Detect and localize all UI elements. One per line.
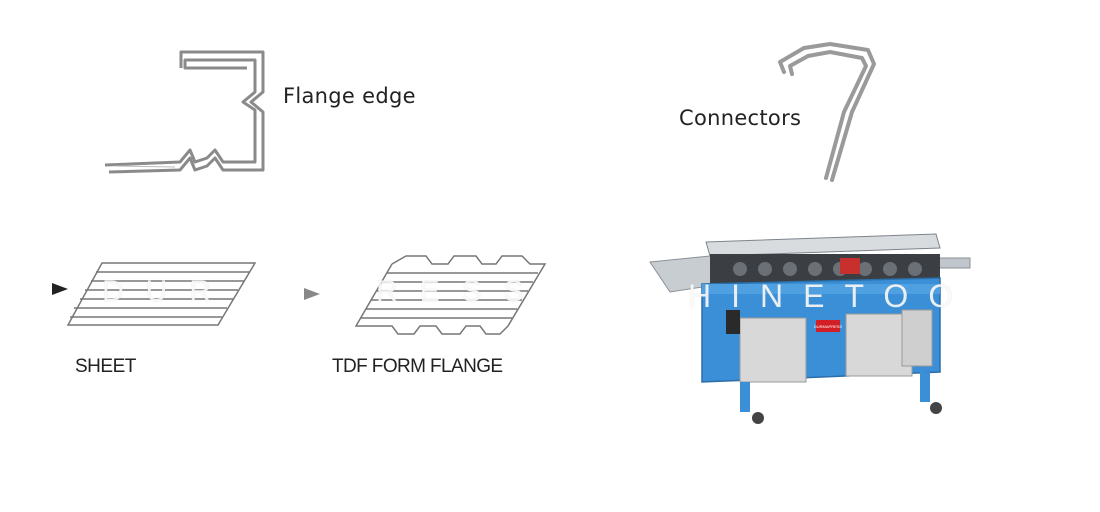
connectors-label: Connectors — [679, 106, 802, 130]
tdf-form-flange-diagram — [304, 255, 547, 335]
watermark-text: DUR — [102, 275, 233, 308]
brand-plate-text: DURMAPRESS — [814, 324, 843, 329]
flange-edge-label: Flange edge — [283, 84, 416, 108]
watermark-text: RESS — [376, 275, 546, 308]
flange-edge-profile-diagram — [104, 50, 265, 174]
feed-arrow-icon — [52, 283, 68, 295]
tdf-form-flange-label: TDF FORM FLANGE — [332, 356, 503, 377]
sheet-diagram — [52, 262, 257, 326]
feed-arrow-icon — [304, 288, 320, 300]
connector-hook-diagram — [778, 42, 876, 182]
tdf-machine-photo: DURMAPRESS — [649, 233, 971, 424]
sheet-label: SHEET — [75, 356, 136, 377]
watermark-text: HINETOO — [688, 278, 974, 314]
